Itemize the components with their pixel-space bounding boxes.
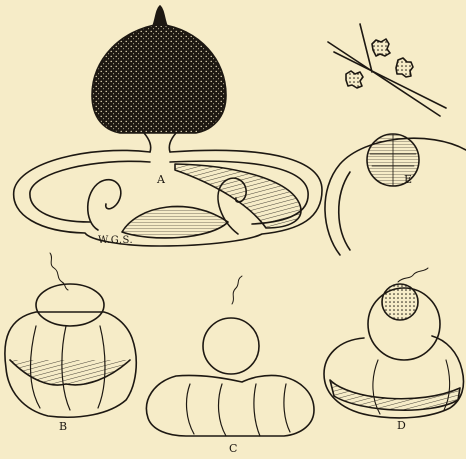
figure-c-label: C xyxy=(229,443,238,454)
figure-b-label: B xyxy=(59,421,68,432)
figure-d-aperture xyxy=(382,284,418,320)
figure-e xyxy=(325,134,466,255)
engraver-signature: W.G.S. xyxy=(98,236,133,246)
figure-b-fold xyxy=(10,360,130,385)
figure-a-dark-body xyxy=(92,24,226,133)
figure-c-thread xyxy=(232,276,242,304)
figure-d xyxy=(324,268,464,418)
figure-c-cap xyxy=(203,318,259,374)
figure-e-label: E xyxy=(404,174,413,185)
figure-a-stalk xyxy=(144,133,176,152)
figure-a-left-hook xyxy=(88,180,121,230)
figure-a xyxy=(14,6,322,246)
figure-d-shadow xyxy=(330,380,460,410)
figure-b xyxy=(5,253,136,417)
figure-a-apex xyxy=(153,6,167,26)
figure-e-inner xyxy=(339,172,350,250)
figure-d-thread xyxy=(398,268,428,282)
figure-b-cap xyxy=(36,284,104,326)
filaments-with-spores xyxy=(328,24,446,116)
figure-a-lower-lobe xyxy=(122,206,228,237)
figure-c-body xyxy=(146,375,314,436)
figure-a-label: A xyxy=(157,174,165,185)
figure-c xyxy=(146,276,314,436)
figure-d-label: D xyxy=(397,420,406,431)
